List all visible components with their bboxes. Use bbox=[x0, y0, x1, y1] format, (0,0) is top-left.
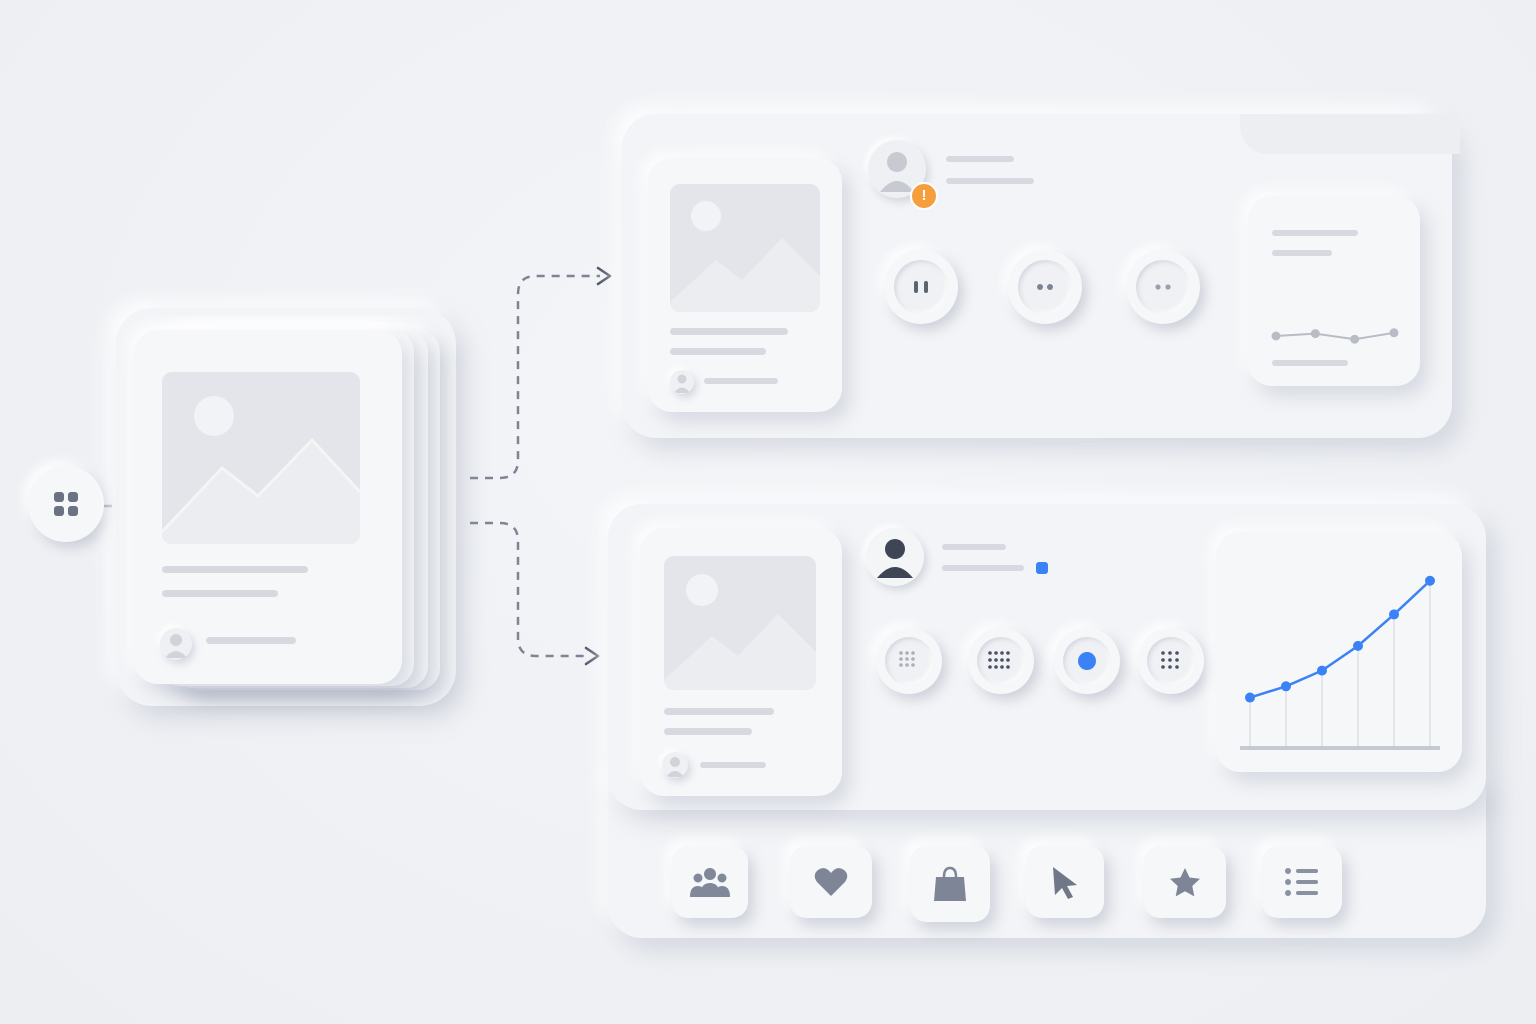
image-placeholder-icon bbox=[162, 372, 360, 544]
text-line bbox=[162, 566, 308, 573]
chart-point bbox=[1317, 665, 1327, 676]
connector-branch-bottom bbox=[470, 521, 588, 658]
dot-grid-icon bbox=[899, 651, 915, 667]
chart-point bbox=[1425, 575, 1435, 586]
text-line bbox=[704, 378, 778, 384]
chart-point bbox=[1350, 334, 1360, 344]
user-avatar-active[interactable] bbox=[866, 528, 924, 586]
status-dot bbox=[1036, 562, 1048, 574]
growth-line-chart bbox=[1240, 575, 1440, 750]
start-node[interactable] bbox=[28, 466, 104, 542]
top-panel-notch bbox=[1240, 114, 1460, 154]
top-chart-card[interactable] bbox=[1248, 196, 1420, 386]
star-tile[interactable] bbox=[1144, 846, 1226, 918]
text-line bbox=[670, 328, 788, 335]
dot-grid-icon bbox=[988, 651, 1010, 669]
dot-grid-icon bbox=[1161, 651, 1179, 669]
warning-badge-icon: ! bbox=[910, 182, 938, 210]
source-card[interactable] bbox=[134, 330, 402, 684]
active-dot-icon bbox=[1078, 652, 1096, 670]
cursor-icon bbox=[1053, 867, 1077, 899]
bottom-content-card[interactable] bbox=[640, 528, 842, 796]
flow-node-1[interactable] bbox=[884, 250, 958, 324]
arrowhead-bottom bbox=[584, 646, 600, 666]
list-icon bbox=[1285, 868, 1318, 896]
chart-point bbox=[1353, 640, 1363, 651]
step-node-2[interactable] bbox=[968, 628, 1034, 694]
user-avatar-warning[interactable]: ! bbox=[868, 140, 938, 210]
step-node-4[interactable] bbox=[1138, 628, 1204, 694]
step-node-active[interactable] bbox=[1054, 628, 1120, 694]
users-icon bbox=[690, 868, 730, 897]
chart-series-line bbox=[1249, 579, 1431, 699]
chart-point bbox=[1271, 331, 1281, 341]
flow-node-3[interactable] bbox=[1126, 250, 1200, 324]
mini-line-chart bbox=[1271, 328, 1399, 344]
text-line bbox=[946, 156, 1014, 162]
text-line bbox=[664, 708, 774, 715]
avatar-icon bbox=[670, 370, 694, 394]
text-line bbox=[162, 590, 278, 597]
text-line bbox=[664, 728, 752, 735]
text-line bbox=[942, 565, 1024, 571]
shopping-bag-tile[interactable] bbox=[910, 846, 990, 922]
text-line bbox=[700, 762, 766, 768]
shopping-bag-icon bbox=[934, 866, 966, 901]
cursor-tile[interactable] bbox=[1026, 846, 1104, 918]
text-line bbox=[1272, 360, 1348, 366]
list-tile[interactable] bbox=[1262, 846, 1342, 918]
growth-chart-card[interactable] bbox=[1216, 532, 1462, 772]
heart-tile[interactable] bbox=[790, 846, 872, 918]
image-placeholder-icon bbox=[664, 556, 816, 690]
step-node-1[interactable] bbox=[876, 628, 942, 694]
top-content-card[interactable] bbox=[648, 158, 842, 412]
text-line bbox=[946, 178, 1034, 184]
text-line bbox=[942, 544, 1006, 550]
avatar-icon bbox=[160, 628, 192, 660]
star-icon bbox=[1170, 868, 1200, 897]
image-placeholder-icon bbox=[670, 184, 820, 312]
chart-point bbox=[1310, 329, 1320, 339]
pause-dots-icon bbox=[914, 281, 928, 293]
connector-branch-top bbox=[470, 274, 600, 480]
text-line bbox=[670, 348, 766, 355]
two-dots-icon bbox=[1037, 284, 1053, 290]
text-line bbox=[1272, 250, 1332, 256]
flow-node-2[interactable] bbox=[1008, 250, 1082, 324]
arrowhead-top bbox=[596, 266, 612, 286]
users-tile[interactable] bbox=[672, 846, 748, 918]
chart-point bbox=[1245, 692, 1255, 703]
chart-series-line bbox=[1275, 331, 1395, 341]
chart-point bbox=[1389, 328, 1399, 338]
heart-icon bbox=[814, 868, 848, 896]
chart-point bbox=[1281, 681, 1291, 692]
avatar-icon bbox=[662, 752, 688, 778]
grid-icon bbox=[54, 492, 78, 516]
text-line bbox=[1272, 230, 1358, 236]
two-dots-icon bbox=[1155, 284, 1171, 290]
user-icon bbox=[880, 152, 914, 192]
user-icon bbox=[877, 539, 913, 578]
text-line bbox=[206, 637, 296, 644]
chart-point bbox=[1389, 609, 1399, 620]
